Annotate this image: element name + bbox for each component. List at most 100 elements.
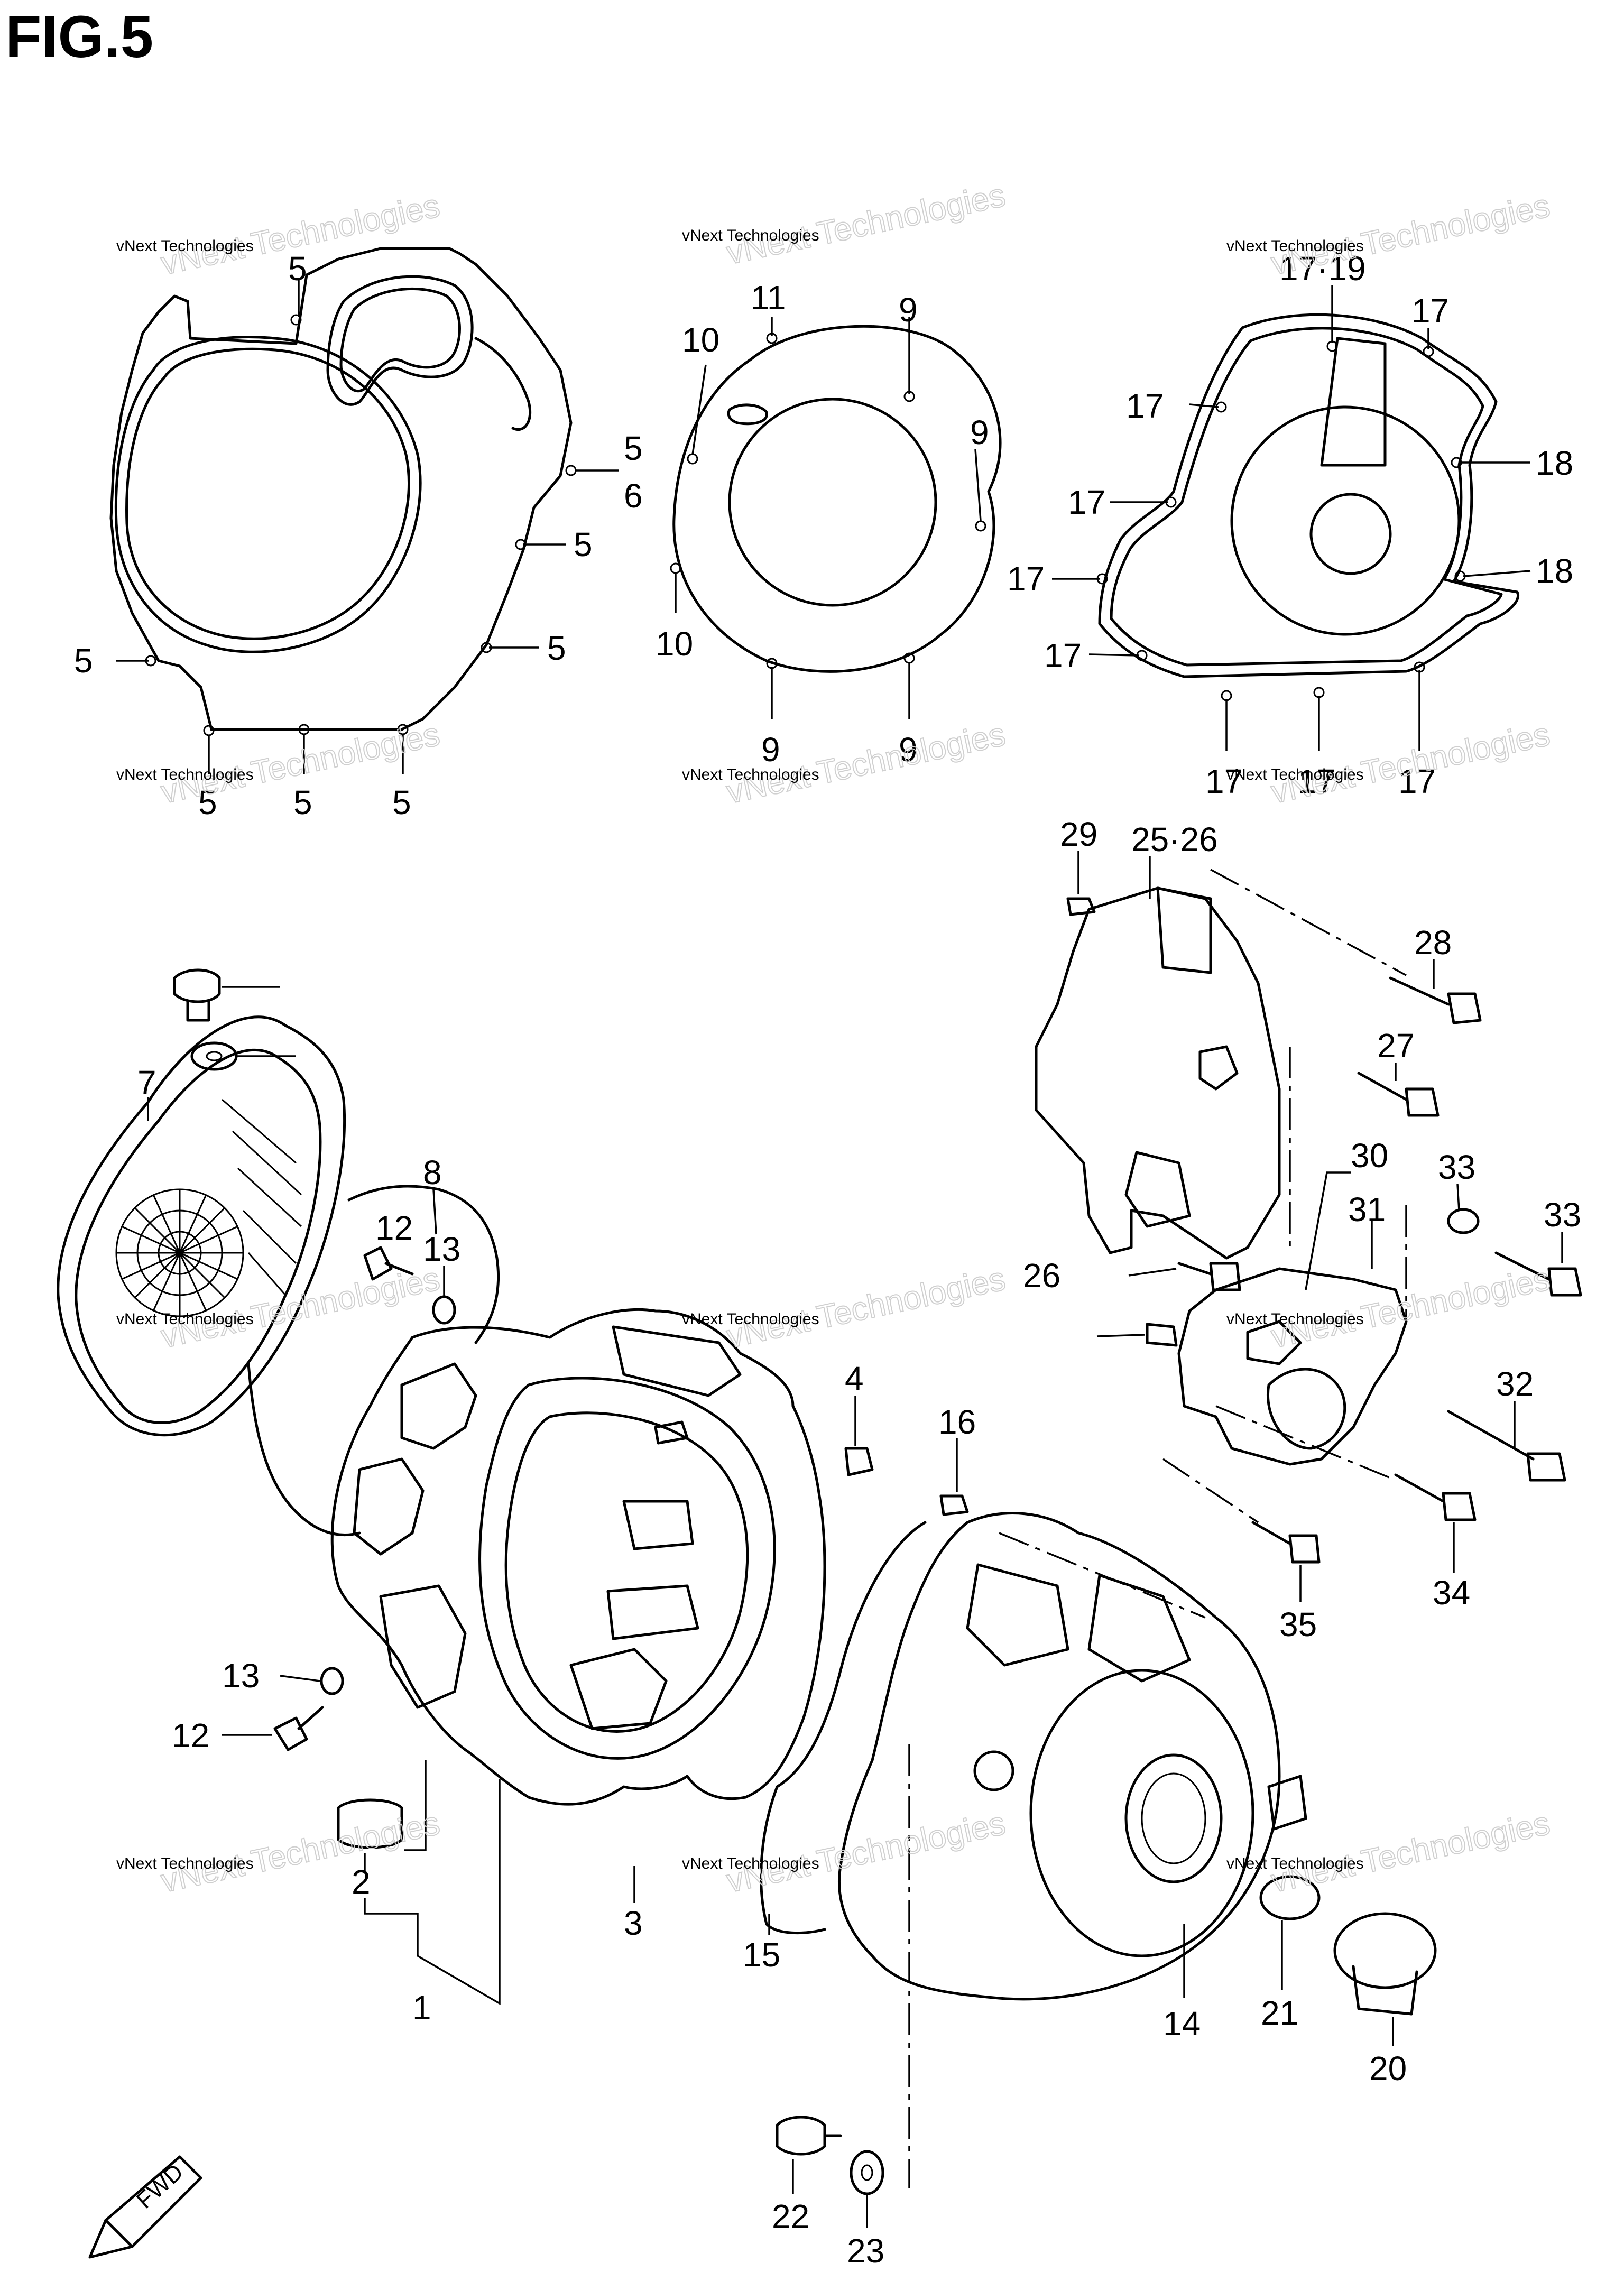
callout: 26 bbox=[1023, 1257, 1060, 1295]
gasket-17-18 bbox=[1096, 313, 1520, 701]
callout: 17 bbox=[1411, 292, 1449, 330]
watermark-outline-text: vNext Technologies bbox=[1268, 1261, 1553, 1355]
gasket-8 bbox=[247, 1185, 500, 1537]
callout: 5 bbox=[392, 783, 411, 821]
callout-dot: · bbox=[624, 466, 635, 504]
callout: 4 bbox=[845, 1360, 864, 1398]
watermark-text: vNext Technologies bbox=[1226, 766, 1364, 783]
watermark-text: vNext Technologies bbox=[682, 1855, 819, 1872]
callout: 5 bbox=[547, 629, 566, 667]
assembly-lines bbox=[908, 869, 1407, 2188]
callout: 5 bbox=[288, 250, 307, 288]
watermark-outline-text: vNext Technologies bbox=[158, 1805, 443, 1900]
callout: 17 bbox=[1044, 636, 1082, 675]
generator-cover-14 bbox=[838, 1512, 1307, 2001]
callout: 5 bbox=[74, 642, 93, 680]
figure-title: FIG.5 bbox=[5, 4, 153, 70]
housing-29-30 bbox=[1177, 1267, 1408, 1466]
callout: 2 bbox=[352, 1863, 371, 1901]
watermark-text: vNext Technologies bbox=[116, 766, 254, 783]
callout: 21 bbox=[1261, 1994, 1298, 2032]
callout: 25·26 bbox=[1131, 820, 1218, 858]
watermark-text: vNext Technologies bbox=[116, 237, 254, 255]
callout: 29 bbox=[1060, 815, 1097, 853]
callout: 9 bbox=[761, 731, 780, 769]
callout: 10 bbox=[656, 625, 693, 663]
gasket-5 bbox=[109, 247, 577, 736]
callout: 31 bbox=[1348, 1190, 1386, 1229]
callout: 35 bbox=[1279, 1605, 1317, 1643]
clutch-outer-cover-7 bbox=[57, 1015, 346, 1437]
callout: 15 bbox=[743, 1936, 780, 1974]
callout: 34 bbox=[1433, 1574, 1470, 1612]
callout: 17 bbox=[1205, 762, 1243, 800]
callout: 23 bbox=[847, 2232, 884, 2269]
callout: 18 bbox=[1536, 552, 1573, 590]
callout: 20 bbox=[1369, 2049, 1407, 2088]
callout: 1 bbox=[412, 1989, 431, 2027]
callout: 3 bbox=[624, 1904, 643, 1942]
callout: 22 bbox=[772, 2197, 809, 2236]
callout: 17 bbox=[1398, 762, 1436, 800]
callout: 9 bbox=[970, 413, 989, 451]
callout-labels: 5 5 6 · 5 5 5 5 5 5 11 9 9 10 10 9 9 17·… bbox=[74, 250, 1581, 2270]
callout: 14 bbox=[1163, 2005, 1201, 2043]
callout: 17 bbox=[1126, 387, 1164, 425]
callout: 12 bbox=[375, 1209, 413, 1247]
callout: 11 bbox=[751, 279, 786, 317]
callout: 10 bbox=[682, 321, 719, 359]
cover-24 bbox=[1035, 886, 1281, 1260]
watermark-text: vNext Technologies bbox=[116, 1310, 254, 1328]
callout: 13 bbox=[423, 1230, 460, 1268]
watermark-text: vNext Technologies bbox=[682, 227, 819, 244]
callout: 17 bbox=[1007, 560, 1045, 598]
callout: 18 bbox=[1536, 444, 1573, 482]
gasket-9-10-11 bbox=[670, 325, 1002, 673]
gasket-15 bbox=[760, 1521, 927, 1934]
callout: 17 bbox=[1298, 762, 1335, 800]
callout: 5 bbox=[574, 525, 593, 564]
callout: 16 bbox=[938, 1403, 976, 1441]
watermark-outline-text: vNext Technologies bbox=[1268, 1805, 1553, 1900]
callout: 32 bbox=[1496, 1365, 1534, 1403]
callout: 8 bbox=[423, 1153, 442, 1192]
small-parts bbox=[173, 897, 1582, 2195]
watermark-text: vNext Technologies bbox=[1226, 1310, 1364, 1328]
leader-lines bbox=[116, 280, 1563, 2228]
fwd-label: FWD bbox=[132, 2159, 188, 2213]
crankcase-cover-3 bbox=[330, 1308, 826, 1806]
callout: 33 bbox=[1544, 1196, 1581, 1234]
callout: 9 bbox=[899, 291, 918, 329]
watermark-outline-text: vNext Technologies bbox=[1268, 188, 1553, 282]
callout: 7 bbox=[137, 1064, 156, 1102]
callout: 17 bbox=[1068, 483, 1105, 521]
callout: 27 bbox=[1377, 1027, 1415, 1065]
callout: 5 bbox=[624, 429, 643, 467]
watermark-text: vNext Technologies bbox=[682, 1310, 819, 1328]
callout: 12 bbox=[172, 1716, 209, 1754]
callout: 5 bbox=[293, 783, 312, 821]
callout: 13 bbox=[222, 1657, 260, 1695]
callout: 28 bbox=[1414, 923, 1452, 962]
watermark-text: vNext Technologies bbox=[1226, 237, 1364, 255]
callout: 9 bbox=[899, 731, 918, 769]
callout: 30 bbox=[1351, 1137, 1388, 1175]
callout: 6 bbox=[624, 477, 643, 515]
watermark-outline-text: vNext Technologies bbox=[724, 1261, 1009, 1355]
fwd-arrow: FWD bbox=[88, 2155, 202, 2259]
callout: 33 bbox=[1438, 1148, 1475, 1186]
watermark-text: vNext Technologies bbox=[682, 766, 819, 783]
callout: 5 bbox=[198, 783, 217, 821]
watermark-text: vNext Technologies bbox=[116, 1855, 254, 1872]
